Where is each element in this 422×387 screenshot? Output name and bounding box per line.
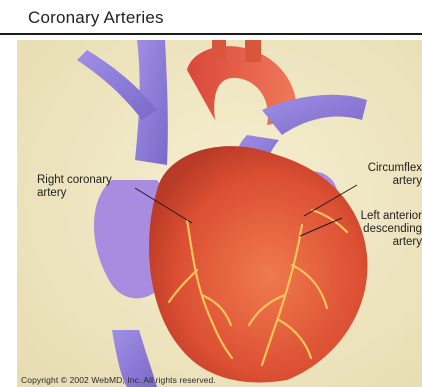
label-line: artery xyxy=(337,175,422,188)
page-title: Coronary Arteries xyxy=(28,8,164,28)
title-underline xyxy=(0,33,422,35)
label-line: Right coronary xyxy=(37,174,112,187)
label-circumflex-artery: Circumflex artery xyxy=(337,162,422,188)
aortic-branch xyxy=(245,40,261,62)
label-line: descending xyxy=(317,223,422,236)
label-line: Circumflex xyxy=(337,162,422,175)
label-line: artery xyxy=(37,187,112,200)
label-line: Left anterior xyxy=(317,210,422,223)
heart-illustration-panel: Right coronary artery Circumflex artery … xyxy=(17,40,422,387)
copyright-notice: Copyright © 2002 WebMD, Inc. All rights … xyxy=(21,375,216,385)
label-left-anterior-descending-artery: Left anterior descending artery xyxy=(317,210,422,249)
aortic-branch-2 xyxy=(212,40,226,58)
label-line: artery xyxy=(317,236,422,249)
label-right-coronary-artery: Right coronary artery xyxy=(37,174,112,200)
